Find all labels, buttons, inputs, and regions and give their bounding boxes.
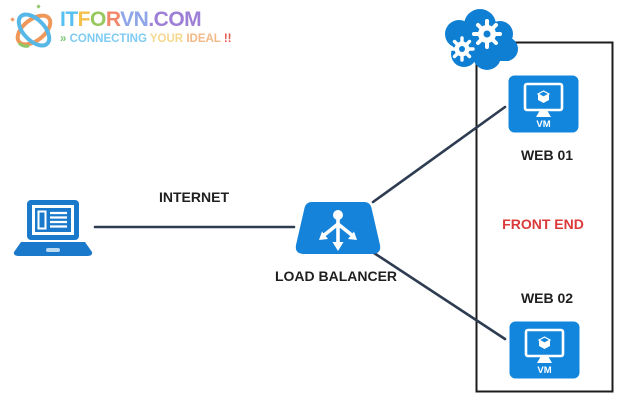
internet-label: INTERNET [159,189,229,205]
logo-text-segment: » [60,33,70,45]
gear-large-icon [472,19,502,49]
cloud-gears-icon [445,9,518,70]
vm-label: VM [537,365,551,376]
gear-small-icon [449,36,475,62]
logo-text-segment: VN [120,8,149,31]
frontend-boundary-box [475,41,614,393]
brand-name: ITFORVN.COM [60,8,231,32]
site-logo: ITFORVN.COM » CONNECTING YOUR IDEAL !! [10,4,231,54]
brand-tagline: » CONNECTING YOUR IDEAL !! [60,32,231,46]
logo-text-segment: IDEAL [186,33,224,45]
logo-text-segment: .COM [148,8,202,31]
web01-label: WEB 01 [520,147,574,163]
frontend-label: FRONT END [502,216,584,232]
logo-text-segment: O [90,8,106,31]
vm-web01-icon: VM [508,75,579,133]
loadbalancer-to-web01-line [371,105,507,204]
logo-text-segment: IT [60,8,78,31]
load-balancer-label: LOAD BALANCER [274,268,398,284]
logo-swirl-icon [10,4,53,48]
laptop-icon [13,200,93,256]
logo-text-segment: YOUR [149,33,187,45]
loadbalancer-to-web02-line [372,251,507,341]
load-balancer-icon [295,202,381,254]
vm-label: VM [536,119,550,130]
logo-text-segment: CONNECTING [69,33,150,45]
logo-text-segment: F [77,8,91,31]
web02-label: WEB 02 [520,290,574,306]
logo-text-segment: !! [223,33,232,45]
logo-text-segment: R [105,8,121,31]
vm-web02-icon: VM [509,321,580,379]
